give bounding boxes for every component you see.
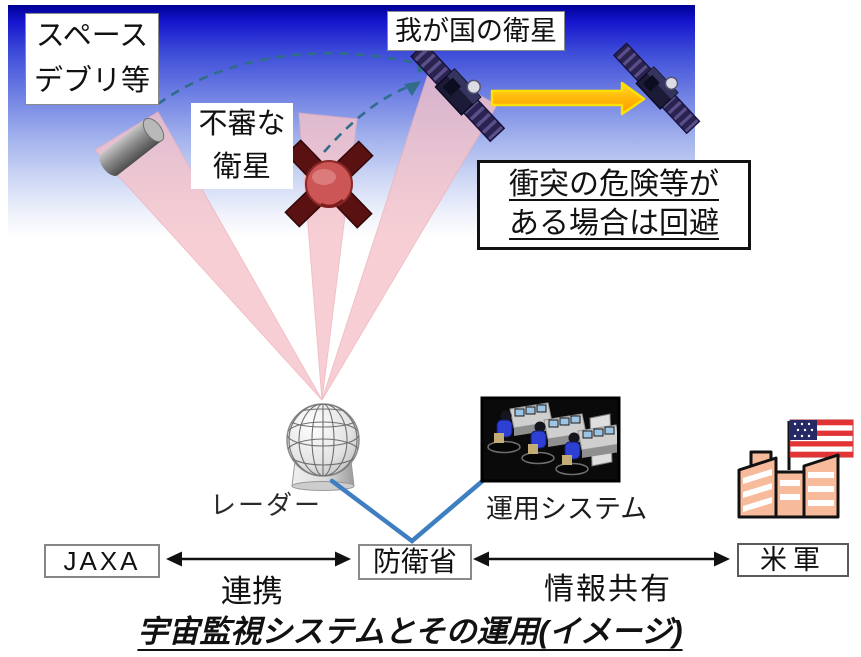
collision-note-line2: ある場合は回避 xyxy=(509,207,719,240)
collision-note-line1: 衝突の危険等が xyxy=(509,168,719,201)
info-sharing-arrow xyxy=(473,551,730,567)
trajectory-suspicious-arc xyxy=(323,84,411,153)
space-debris-label: スペース デブリ等 xyxy=(25,13,159,105)
diagram-caption: 宇宙監視システムとその運用(イメージ) xyxy=(90,606,730,651)
us-flag-icon xyxy=(789,419,854,458)
us-buildings-and-flag xyxy=(737,419,854,519)
defense-ministry-box: 防衛省 xyxy=(358,544,472,580)
suspicious-satellite-label-line1: 不審な xyxy=(198,108,286,140)
jaxa-box: JAXA xyxy=(44,544,160,578)
console-station xyxy=(555,424,617,476)
radar-beams xyxy=(94,67,498,401)
cooperation-arrow xyxy=(166,551,351,567)
operation-system-label: 運用システム xyxy=(486,494,648,524)
tracking-trajectories xyxy=(157,52,425,153)
space-debris-cylinder xyxy=(99,117,165,176)
trajectory-debris-arc xyxy=(157,52,425,106)
diagram-caption-text: 宇宙監視システムとその運用(イメージ) xyxy=(137,614,683,649)
us-military-box: 米軍 xyxy=(737,543,849,577)
space-debris-label-line2: デブリ等 xyxy=(33,65,150,97)
operations-console xyxy=(480,396,621,483)
space-debris-label-line1: スペース xyxy=(35,20,149,52)
suspicious-satellite xyxy=(284,139,374,229)
info-sharing-label: 情報共有 xyxy=(544,573,672,606)
collision-avoidance-note: 衝突の危険等が ある場合は回避 xyxy=(477,160,751,250)
maneuver-arrow xyxy=(490,81,646,116)
radar-dome xyxy=(286,403,360,491)
network-link-lines xyxy=(329,475,489,544)
cooperation-label: 連携 xyxy=(221,574,283,609)
suspicious-satellite-label: 不審な 衛星 xyxy=(191,103,293,189)
radar-label: レーダー xyxy=(210,490,323,520)
suspicious-satellite-label-line2: 衛星 xyxy=(212,151,271,183)
our-satellite-label: 我が国の衛星 xyxy=(387,11,565,51)
radar-beam-left xyxy=(94,111,323,401)
